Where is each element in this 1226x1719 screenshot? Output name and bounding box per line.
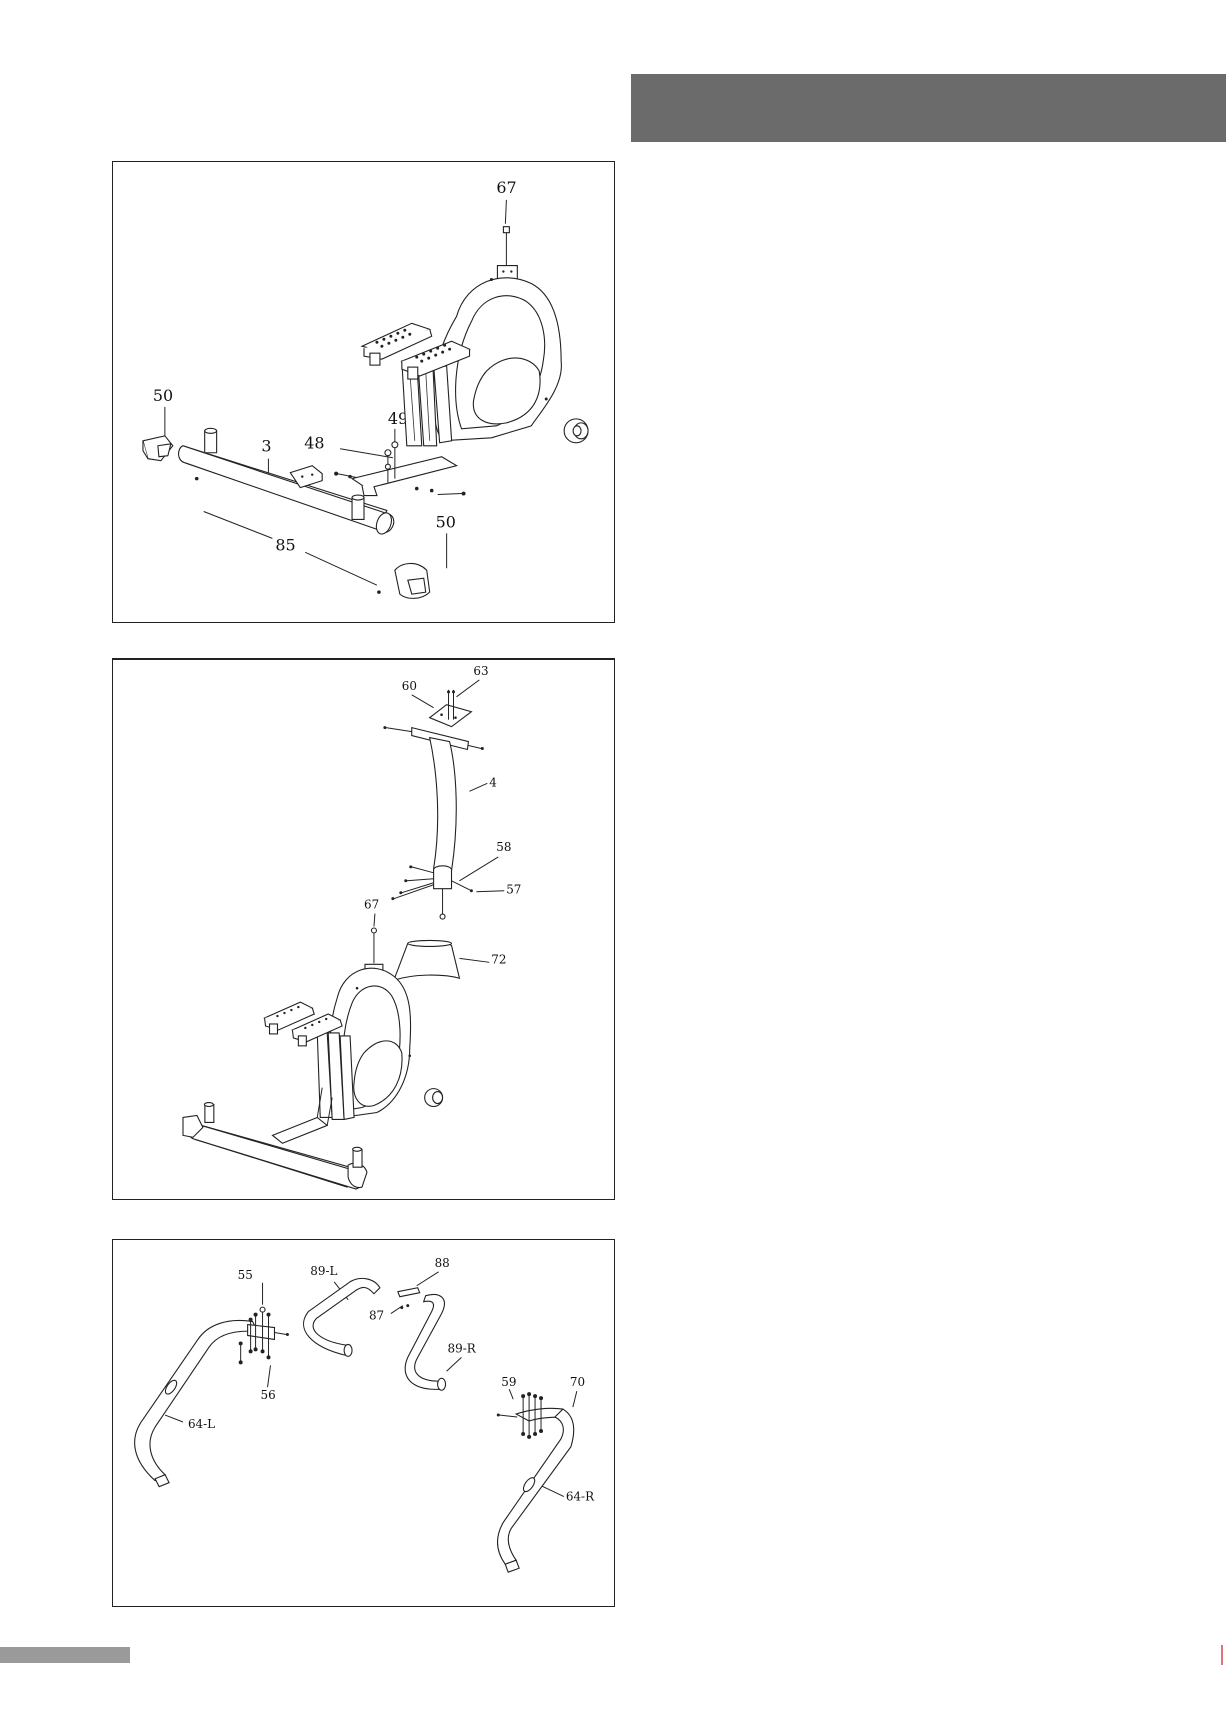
callout-70: 70	[570, 1375, 585, 1389]
callout-63: 63	[473, 664, 488, 678]
callout-50-right: 50	[436, 512, 456, 531]
callout-67: 67	[496, 178, 516, 197]
assembly-diagram-step-2: 60 63 4 58 57 67 72	[112, 658, 615, 1200]
callout-59: 59	[501, 1375, 516, 1389]
callout-88: 88	[435, 1256, 450, 1270]
footer-page-bar	[0, 1647, 130, 1663]
assembly-diagram-step-1: 67 50 49 48 3 50 85	[112, 161, 615, 623]
callout-4: 4	[489, 775, 497, 789]
step-1-illustration: 67 50 49 48 3 50 85	[113, 162, 614, 622]
assembly-diagram-step-3: 55 89-L 88 87 89-R 56 64-L 59 70 64-R	[112, 1239, 615, 1607]
callout-60: 60	[402, 679, 417, 693]
callout-89-l: 89-L	[310, 1264, 337, 1278]
step-2-illustration: 60 63 4 58 57 67 72	[113, 660, 614, 1199]
callout-50-left: 50	[153, 386, 173, 405]
callout-55: 55	[238, 1268, 253, 1282]
callout-64-r: 64-R	[566, 1490, 595, 1504]
callout-48: 48	[304, 434, 324, 453]
section-header-bar	[631, 74, 1226, 142]
callout-87: 87	[369, 1309, 384, 1323]
callout-64-l: 64-L	[188, 1417, 215, 1431]
callout-58: 58	[496, 840, 511, 854]
callout-56: 56	[261, 1388, 276, 1402]
callout-72: 72	[491, 952, 506, 966]
page-edge-mark	[1221, 1645, 1223, 1665]
callout-85: 85	[275, 535, 295, 554]
callout-57: 57	[506, 883, 521, 897]
callout-67: 67	[364, 898, 379, 912]
callout-3: 3	[261, 437, 271, 456]
step-3-illustration: 55 89-L 88 87 89-R 56 64-L 59 70 64-R	[113, 1240, 614, 1606]
callout-89-r: 89-R	[448, 1341, 477, 1355]
